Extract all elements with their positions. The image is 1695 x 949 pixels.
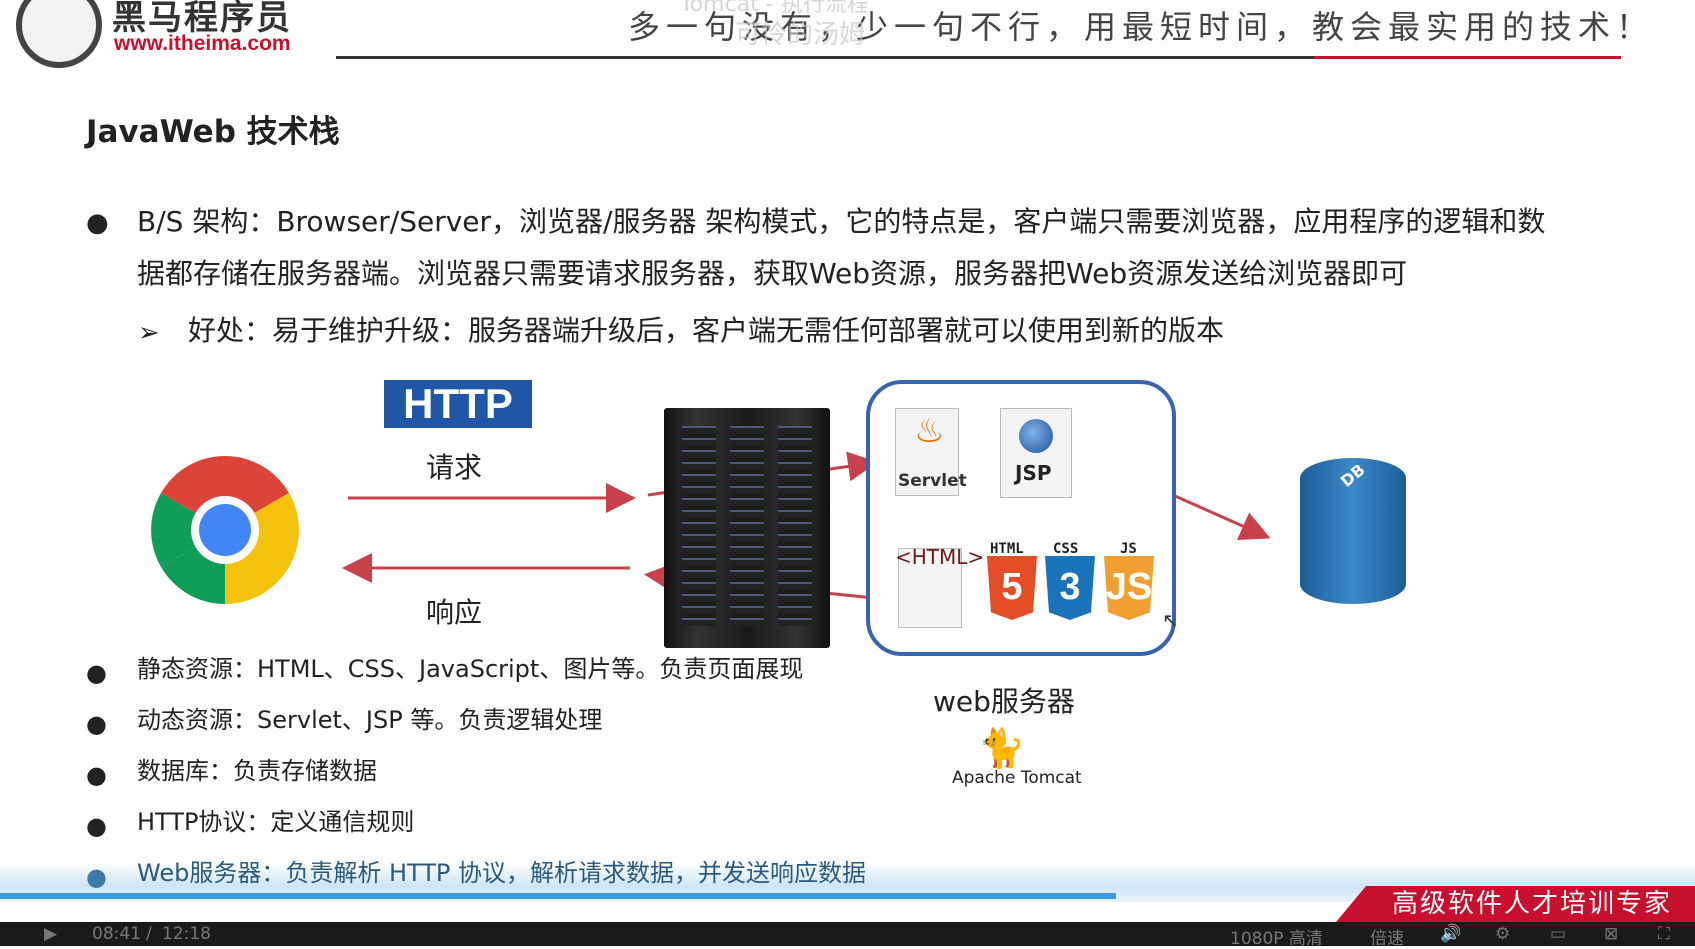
footer-banner: 高级软件人才培训专家 [1336,886,1695,922]
header-divider [336,56,1621,59]
response-label: 响应 [426,596,483,629]
tomcat-label: Apache Tomcat [952,768,1082,788]
html-file-icon: <HTML> [895,545,984,628]
html-file-label: <HTML> [895,545,985,569]
mouse-cursor-icon: ↖ [1162,608,1179,632]
http-badge: HTTP [384,380,532,428]
page-title: JavaWeb 技术栈 [86,114,340,150]
jsp-label: JSP [1015,461,1052,485]
bullet-dynamic: 动态资源：Servlet、JSP 等。负责逻辑处理 [137,706,603,734]
progress-bar [0,893,1116,899]
bullet-dot-icon: ● [86,812,107,840]
bullet-static: 静态资源：HTML、CSS、JavaScript、图片等。负责页面展现 [137,655,804,683]
logo-mark-icon [16,0,102,68]
time-current: 08:41 [92,924,141,944]
bullet-http: HTTP协议：定义通信规则 [137,808,415,836]
css3-icon: 3 [1045,556,1095,620]
js-icon: JS [1104,556,1154,620]
js-label: JS [1120,541,1137,557]
slogan: 多一句没有，少一句不行，用最短时间，教会最实用的技术！ [628,8,1655,46]
servlet-label: Servlet [898,471,967,491]
fullscreen-icon[interactable]: ⛶ [1658,924,1670,944]
bullet-dot-icon: ● [86,659,107,687]
watermark-top: Tomcat - 执行流程 [680,0,869,17]
bullet-dot-icon: ● [86,863,107,891]
css3-label: CSS [1053,541,1079,557]
tomcat-cat-icon: 🐈 [978,726,1026,770]
bullet-dot-icon: ● [86,208,109,238]
time-total: 12:18 [162,924,211,944]
database-icon [1300,458,1406,604]
video-player-controls: ▶ 08:41 / 12:18 1080P 高清 倍速 🔊 ⚙ ▭ ⊠ ⛶ [0,922,1695,949]
arrow-bullet-icon: ➢ [138,318,160,348]
bullet-dot-icon: ● [86,761,107,789]
volume-icon[interactable]: 🔊 [1440,924,1462,944]
jsp-icon: JSP [1000,408,1072,498]
bullet-web-server: Web服务器：负责解析 HTTP 协议，解析请求数据，并发送响应数据 [137,859,866,887]
bs-line-1: B/S 架构：Browser/Server，浏览器/服务器 架构模式，它的特点是… [137,205,1546,238]
benefit-text: 好处：易于维护升级：服务器端升级后，客户端无需任何部署就可以使用到新的版本 [188,314,1225,347]
bullet-dot-icon: ● [86,710,107,738]
time-separator: / [146,924,152,944]
html5-icon: 5 [987,556,1037,620]
chrome-browser-icon [151,456,299,604]
logo-text: 黑马程序员 [112,0,292,38]
quality-button[interactable]: 1080P 高清 [1230,929,1323,949]
watermark-sub: 可怜的汤姆 [735,20,866,50]
header-divider-accent [1314,56,1621,59]
servlet-icon: ♨ Servlet [895,408,967,496]
pip-icon[interactable]: ▭ [1550,924,1567,944]
play-icon[interactable]: ▶ [44,924,58,944]
settings-gear-icon[interactable]: ⚙ [1495,924,1511,944]
html5-label: HTML [990,541,1024,557]
web-server-label: web服务器 [933,685,1075,718]
webfullscreen-icon[interactable]: ⊠ [1604,924,1619,944]
request-label: 请求 [426,451,483,484]
server-rack-icon [664,408,830,648]
speed-button[interactable]: 倍速 [1370,929,1404,949]
bs-line-2: 据都存储在服务器端。浏览器只需要请求服务器，获取Web资源，服务器把Web资源发… [137,257,1408,290]
bullet-database: 数据库：负责存储数据 [137,757,377,785]
logo-url: www.itheima.com [114,32,291,55]
